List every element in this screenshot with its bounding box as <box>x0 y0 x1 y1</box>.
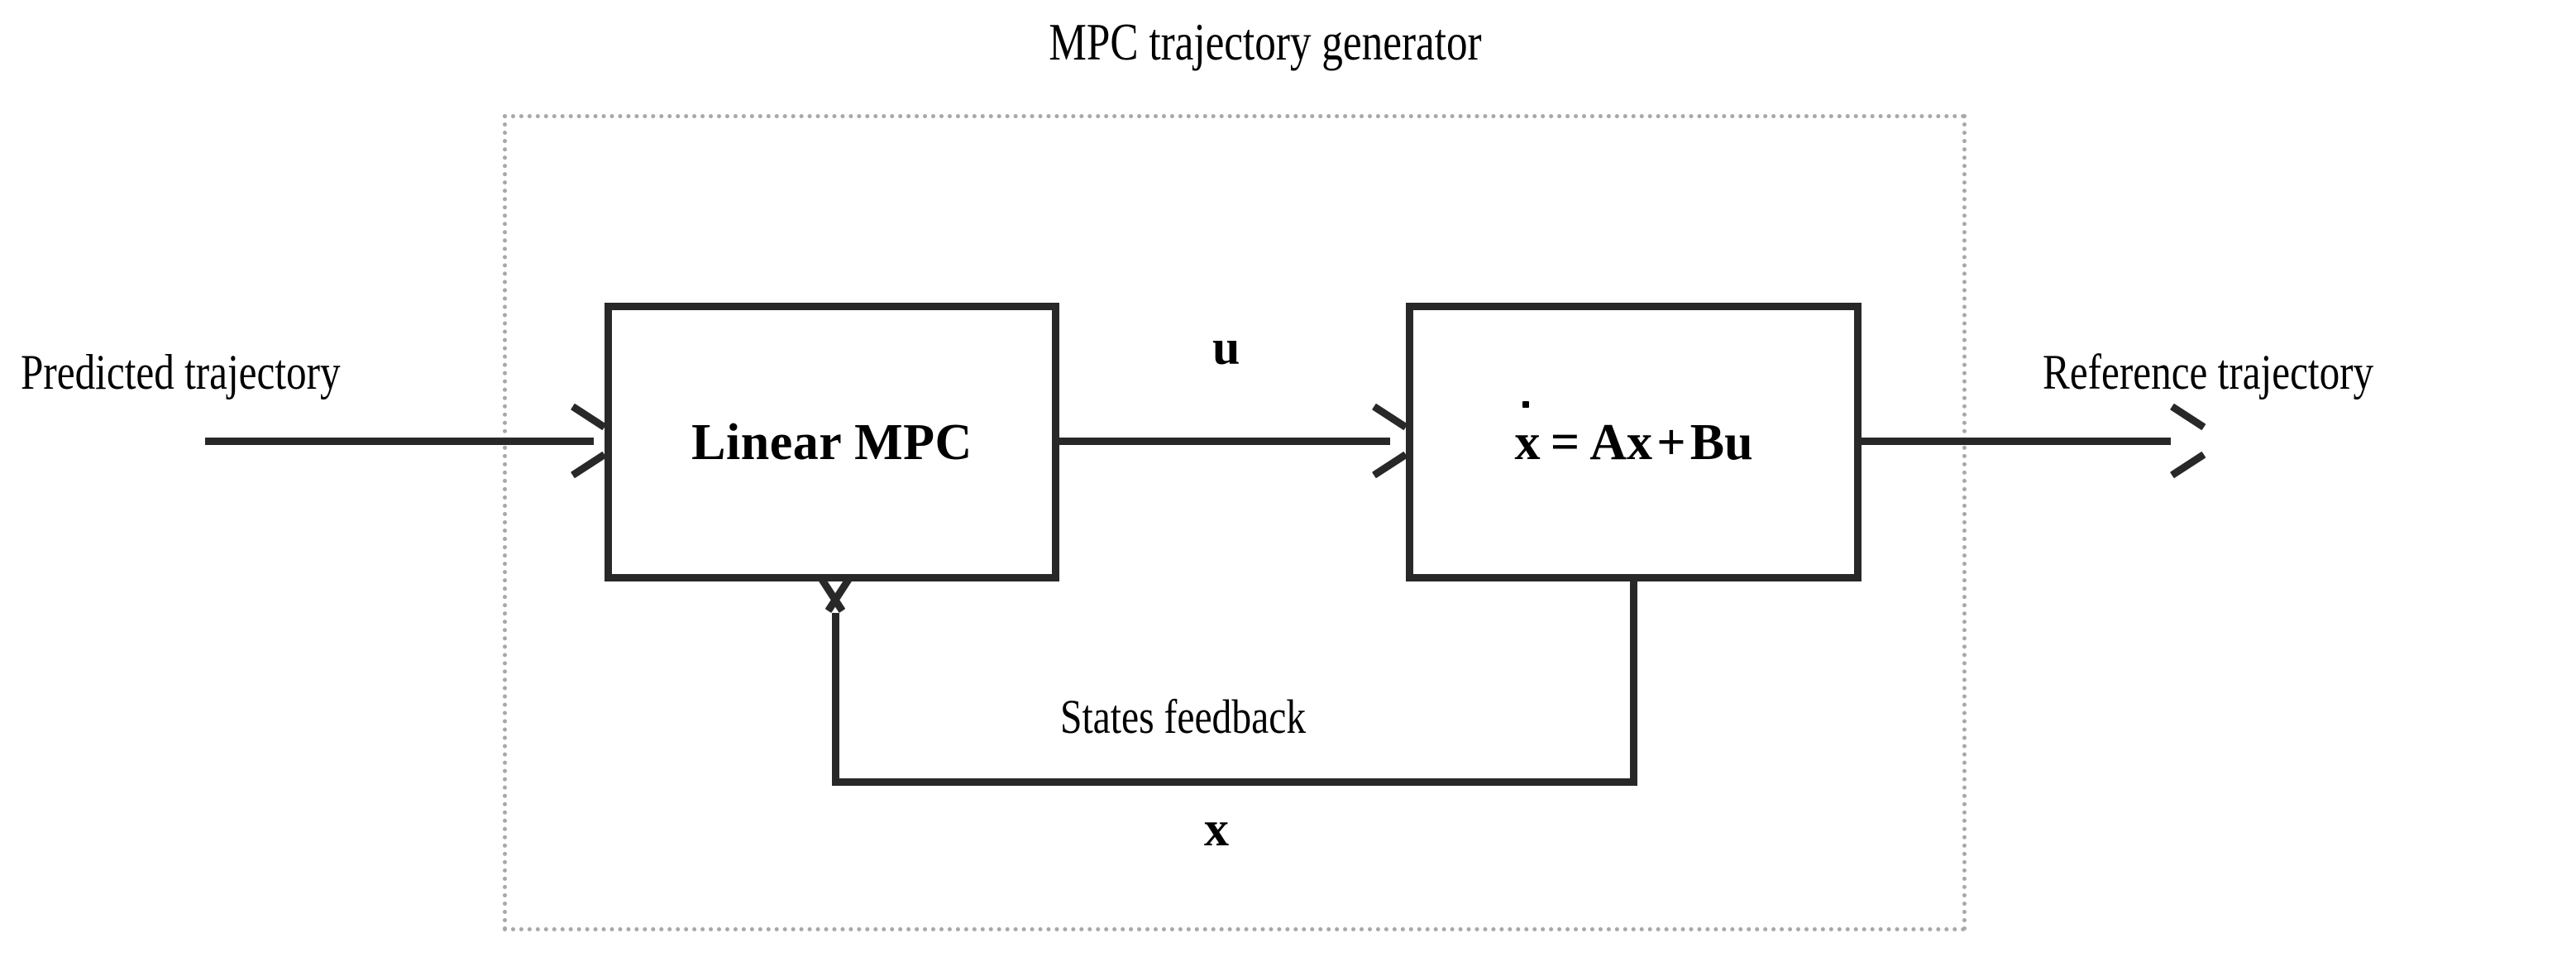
control-arrowhead-icon <box>1369 419 1406 462</box>
state-signal-label: x <box>1204 801 1229 856</box>
output-signal-line <box>1861 438 2171 445</box>
mpc-generator-boundary <box>503 114 1967 931</box>
output-arrowhead-icon <box>2167 419 2204 462</box>
diagram-title: MPC trajectory generator <box>1049 12 1482 71</box>
feedback-signal-label: States feedback <box>1060 690 1307 744</box>
equation-rhs: = Ax + Bu <box>1540 414 1753 471</box>
input-signal-label: Predicted trajectory <box>21 345 341 400</box>
block-plant-model: x = Ax + Bu <box>1406 303 1862 581</box>
feedback-line-vertical-right <box>1630 581 1637 786</box>
block-plant-equation: x = Ax + Bu <box>1514 400 1753 471</box>
control-signal-label: u <box>1212 320 1240 375</box>
feedback-arrowhead-icon <box>814 579 857 615</box>
control-signal-line <box>1059 438 1390 445</box>
block-linear-mpc-label: Linear MPC <box>691 414 973 471</box>
block-linear-mpc: Linear MPC <box>605 303 1059 581</box>
output-signal-label: Reference trajectory <box>2043 345 2374 400</box>
feedback-line-vertical-left <box>832 613 839 782</box>
input-arrowhead-icon <box>568 419 605 462</box>
input-signal-line <box>205 438 594 445</box>
feedback-line-horizontal <box>832 778 1637 786</box>
x-dot-symbol: x <box>1514 400 1541 471</box>
